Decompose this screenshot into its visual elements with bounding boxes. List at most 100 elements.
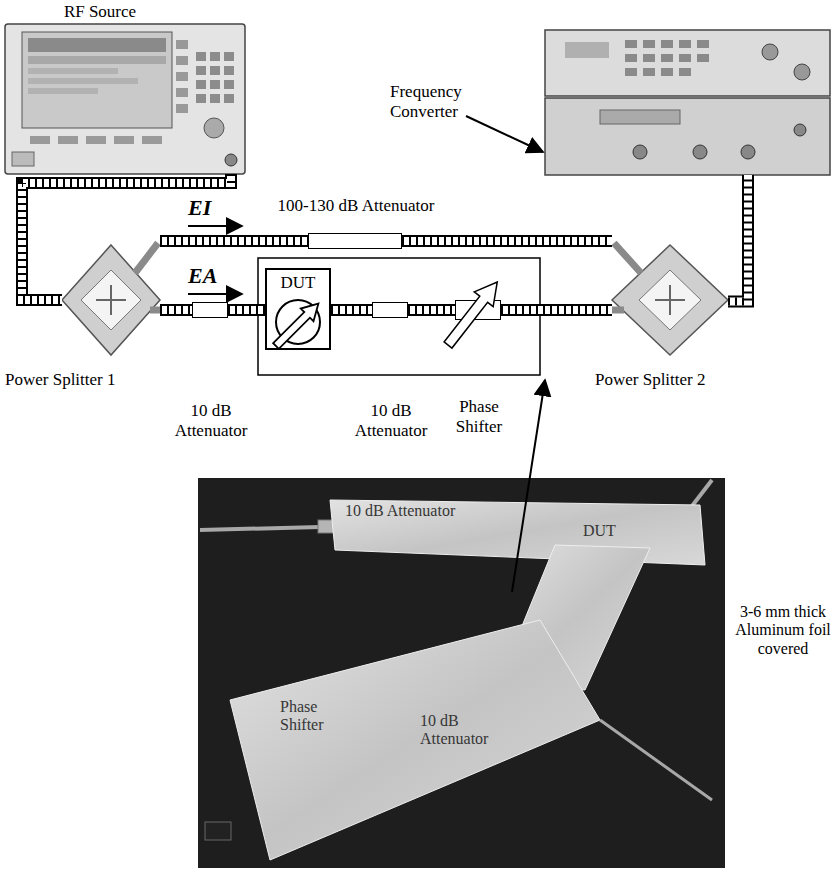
coax-cable [160, 306, 192, 314]
power-splitter-body [150, 307, 161, 314]
frequency-converter-instrument [643, 54, 655, 62]
frequency-converter-instrument [794, 124, 806, 136]
field-label: EA [188, 263, 217, 288]
setup-photo [200, 527, 320, 530]
coax-cable [160, 310, 192, 311]
rf-source-instrument [210, 94, 220, 103]
coax-cable [228, 306, 265, 314]
coax-cable [501, 304, 612, 316]
coax-cable [228, 306, 265, 314]
power-splitter-body [611, 243, 728, 355]
frequency-converter-instrument [545, 30, 830, 96]
setup-photo [600, 720, 712, 800]
coax-cable [728, 175, 748, 302]
photo-label: 10 dB Attenuator [420, 712, 510, 749]
coax-cable [402, 237, 612, 245]
rf-source-instrument [210, 52, 220, 61]
frequency-converter-instrument [697, 54, 709, 62]
coax-cable [408, 306, 455, 314]
power-splitter-body [639, 270, 701, 330]
phase-shifter-box: Phase Shifter [455, 300, 501, 320]
coax-cable [160, 241, 308, 242]
rf-source-instrument [224, 52, 234, 61]
rf-source-instrument [196, 66, 206, 75]
coax-cable [728, 175, 748, 302]
rf-source-instrument [196, 80, 206, 89]
splitter-label: Power Splitter 1 [5, 370, 116, 390]
frequency-converter-instrument [693, 145, 707, 159]
frequency-converter-instrument [625, 68, 637, 76]
coax-cable [728, 175, 748, 302]
rf-source-instrument [176, 56, 188, 65]
coax-cable [160, 306, 192, 314]
coax-cable [160, 237, 308, 245]
coax-cable [331, 306, 372, 314]
rf-source-instrument [86, 136, 106, 144]
frequency-converter-instrument [565, 42, 609, 58]
rf-source-instrument [224, 80, 234, 89]
attenuator-label: 10 dB Attenuator [166, 401, 256, 440]
power-splitter: Power Splitter 1 [62, 235, 160, 365]
frequency-converter-instrument [661, 54, 673, 62]
power-splitter-body [135, 243, 158, 273]
photo-label: 10 dB Attenuator [345, 502, 455, 520]
rf-source-instrument [28, 88, 98, 94]
rf-source-instrument [196, 94, 206, 103]
frequency-converter-instrument [679, 68, 691, 76]
frequency-converter-instrument [545, 30, 830, 175]
frequency-converter-instrument [625, 54, 637, 62]
power-splitter: Power Splitter 2 [612, 238, 728, 365]
setup-photo [198, 478, 725, 868]
frequency-converter-instrument [741, 145, 755, 159]
attenuator-box: 10 dB Attenuator [192, 302, 228, 318]
frequency-converter: Frequency Converter [545, 30, 830, 175]
coax-cable [160, 235, 308, 247]
coax-cable [402, 235, 612, 247]
photo-label: DUT [583, 522, 616, 540]
frequency-converter-instrument [633, 145, 647, 159]
coax-cable [728, 175, 748, 302]
rf-source: RF Source [5, 24, 245, 174]
rf-source-instrument [28, 78, 138, 84]
power-splitter-body [110, 285, 112, 315]
frequency-converter-instrument [600, 110, 680, 124]
setup-photo [230, 620, 600, 860]
attenuator-label: 10 dB Attenuator [346, 401, 436, 440]
leader-arrow [466, 116, 543, 152]
frequency-converter-instrument [679, 54, 691, 62]
frequency-converter-instrument [625, 40, 637, 48]
frequency-converter-instrument [643, 68, 655, 76]
rf-source-instrument [224, 94, 234, 103]
rf-source-instrument [58, 136, 78, 144]
rf-source-instrument [176, 72, 188, 81]
frequency-converter-instrument [643, 40, 655, 48]
field-label: EI [188, 195, 211, 220]
coax-cable [501, 306, 612, 314]
frequency-converter-instrument [661, 40, 673, 48]
setup-photo [692, 480, 712, 506]
coax-cable [228, 304, 265, 316]
coax-cable [408, 304, 455, 316]
power-splitter-body [81, 270, 141, 330]
rf-source-instrument [210, 66, 220, 75]
rf-source-instrument [176, 88, 188, 97]
rf-source-instrument [225, 154, 237, 166]
note-text: 3-6 mm thick Aluminum foil covered [732, 603, 834, 658]
rf-source-instrument [176, 40, 188, 49]
frequency-converter-instrument [545, 98, 830, 175]
coax-cable [228, 310, 265, 311]
coax-cable [501, 310, 612, 311]
rf-source-instrument [5, 24, 245, 174]
rf-source-instrument [28, 68, 118, 74]
attenuator-label: 100-130 dB Attenuator [269, 196, 443, 216]
power-splitter-body [611, 307, 624, 314]
field-arrow [188, 293, 242, 295]
power-splitter-body [669, 285, 671, 315]
rf-source-instrument [30, 136, 50, 144]
rf-source-instrument [142, 136, 162, 144]
shield-enclosure [258, 258, 540, 375]
photo-label: Phase Shifter [280, 698, 340, 735]
phase-shifter-symbol [439, 275, 507, 353]
setup-photo [205, 822, 231, 840]
